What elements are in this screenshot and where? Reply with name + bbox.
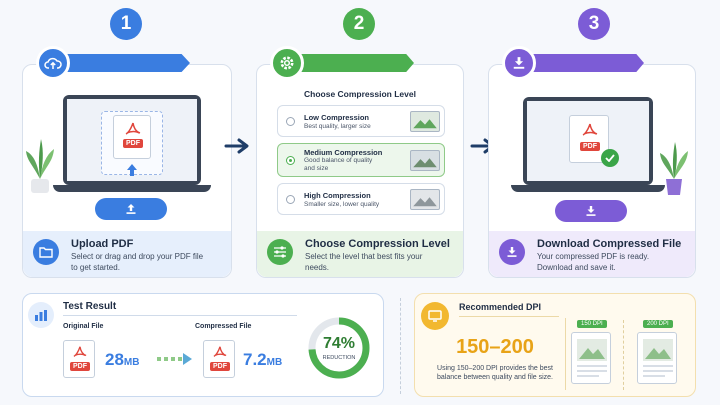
option-high-compression[interactable]: High Compression Smaller size, lower qua… <box>277 183 445 215</box>
pdf-label-4: PDF <box>210 362 230 371</box>
step-2-ribbon <box>284 54 414 72</box>
dpi-sample-200-label: 200 DPI <box>643 320 673 328</box>
arrow-up-icon <box>127 164 137 176</box>
step-1-ribbon <box>50 54 190 72</box>
step-2-card: Choose Compression Level Low Compression… <box>256 64 464 278</box>
radio-low[interactable] <box>286 117 295 126</box>
option-high-desc: Smaller size, lower quality <box>304 201 380 208</box>
download-icon <box>586 206 596 216</box>
test-result-panel: Test Result Original File PDF 28MB Compr… <box>22 293 384 397</box>
monitor-icon <box>421 302 449 330</box>
dpi-sample-150 <box>571 332 611 384</box>
pdf-label-2: PDF <box>580 142 600 151</box>
step-1-title: Upload PDF <box>71 238 134 250</box>
dpi-sample-150-label: 150 DPI <box>577 320 607 328</box>
step-2-number: 2 <box>343 8 375 40</box>
sliders-icon <box>267 239 293 265</box>
dpi-description: Using 150–200 DPI provides the best bala… <box>437 365 553 382</box>
step-1-card: PDF Upload PDF Select or drag and drop y… <box>22 64 232 278</box>
compressed-size: 7.2MB <box>243 350 283 369</box>
option-low-compression[interactable]: Low Compression Best quality, larger siz… <box>277 105 445 137</box>
acrobat-icon-2 <box>582 123 598 136</box>
step-1-description: Select or drag and drop your PDF file to… <box>71 252 204 272</box>
reduction-label: REDUCTION <box>322 355 356 361</box>
step-1-info: Upload PDF Select or drag and drop your … <box>23 231 231 277</box>
option-low-desc: Best quality, larger size <box>304 123 371 130</box>
image-thumbnail-icon <box>410 111 440 132</box>
upload-icon <box>126 204 136 214</box>
check-icon <box>601 149 619 167</box>
original-file-label: Original File <box>63 323 104 330</box>
option-medium-desc: Good balance of quality and size <box>304 157 373 173</box>
plant-illustration <box>26 139 54 193</box>
option-medium-compression[interactable]: Medium Compression Good balance of quali… <box>277 143 445 177</box>
image-thumbnail-icon-3 <box>410 189 440 210</box>
chart-icon <box>28 302 54 328</box>
dpi-sample-200 <box>637 332 677 384</box>
compressed-pdf-icon-2: PDF <box>203 340 235 378</box>
arrow-right-icon <box>224 138 249 154</box>
download-file-icon <box>499 239 525 265</box>
reduction-gauge <box>308 317 370 379</box>
image-thumbnail-icon-2 <box>410 150 440 171</box>
test-result-title: Test Result <box>63 301 117 312</box>
step-2-description: Select the level that best fits your nee… <box>305 252 423 272</box>
step-3-ribbon <box>516 54 644 72</box>
compression-heading: Choose Compression Level <box>304 89 416 99</box>
step-3-title: Download Compressed File <box>537 238 682 250</box>
original-pdf-icon: PDF <box>63 340 95 378</box>
reduction-value: 74% <box>322 335 356 352</box>
step-1-number: 1 <box>110 8 142 40</box>
laptop-illustration: PDF <box>63 95 201 185</box>
arrow-right-icon-3 <box>157 353 192 365</box>
option-high-title: High Compression <box>304 191 371 200</box>
compressed-file-label: Compressed File <box>195 323 252 330</box>
pdf-file-icon: PDF <box>113 115 151 159</box>
cloud-upload-icon <box>36 46 70 80</box>
dpi-range: 150–200 <box>456 336 534 358</box>
step-2-title: Choose Compression Level <box>305 238 450 250</box>
laptop-illustration-2: PDF <box>523 97 653 185</box>
radio-medium[interactable] <box>286 156 295 165</box>
step-3-number: 3 <box>578 8 610 40</box>
step-2-info: Choose Compression Level Select the leve… <box>257 231 463 277</box>
option-low-title: Low Compression <box>304 113 370 122</box>
step-3-description: Your compressed PDF is ready. Download a… <box>537 252 650 272</box>
gear-icon <box>270 46 304 80</box>
step-3-info: Download Compressed File Your compressed… <box>489 231 695 277</box>
original-size: 28MB <box>105 350 140 369</box>
pdf-label: PDF <box>123 139 143 148</box>
pdf-label-3: PDF <box>70 362 90 371</box>
radio-high[interactable] <box>286 195 295 204</box>
recommended-dpi-panel: Recommended DPI 150–200 Using 150–200 DP… <box>414 293 696 397</box>
step-3-card: PDF Download Compressed File Your compre… <box>488 64 696 278</box>
download-header-icon <box>502 46 536 80</box>
option-medium-title: Medium Compression <box>304 148 383 157</box>
folder-icon <box>33 239 59 265</box>
acrobat-icon <box>125 122 141 135</box>
dpi-title: Recommended DPI <box>459 302 542 312</box>
download-button[interactable] <box>555 200 627 222</box>
plant-illustration-2 <box>660 142 688 195</box>
upload-button[interactable] <box>95 198 167 220</box>
